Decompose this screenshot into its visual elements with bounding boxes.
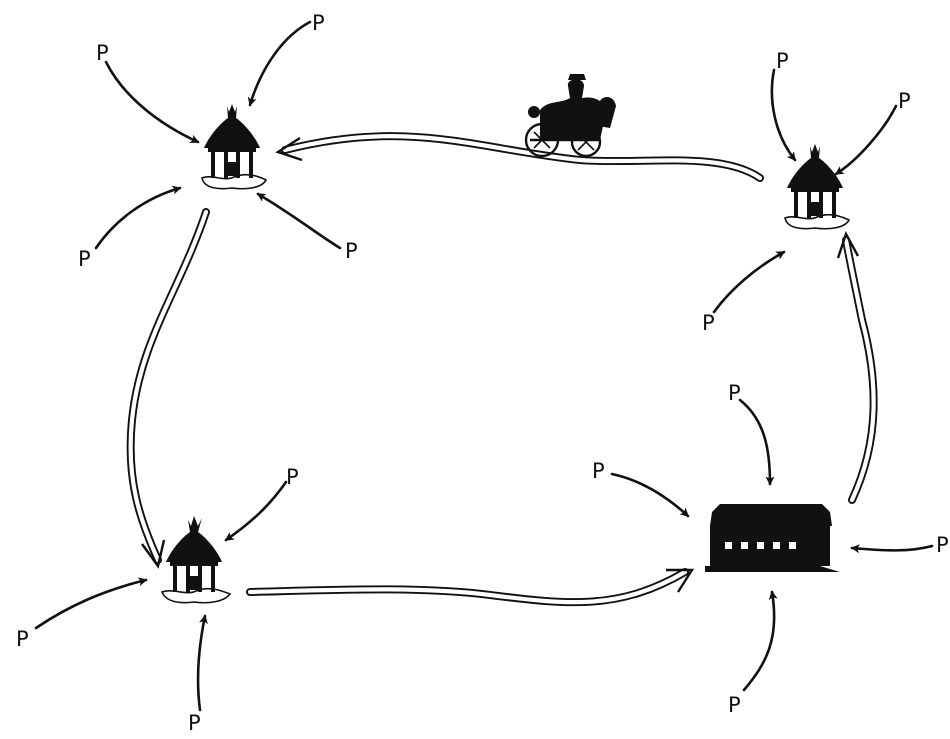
p-label: P [728, 693, 741, 717]
carriage-icon [524, 74, 616, 158]
p-label: P [936, 533, 949, 557]
route-arrow-building-to-topright [836, 231, 878, 504]
p-labels: P P P P P P P P P P P P P P [16, 11, 949, 735]
gazebo-icon [160, 516, 232, 604]
p-label: P [345, 239, 358, 263]
p-label: P [898, 89, 911, 113]
p-label: P [728, 381, 741, 405]
building-icon [705, 504, 840, 572]
p-label: P [312, 11, 325, 35]
gazebo-icon [201, 104, 268, 190]
p-label: P [16, 627, 29, 651]
route-arrow-right-to-topleft [275, 132, 764, 182]
gazebo-icon [784, 144, 851, 230]
route-arrow-bottomleft-to-building [246, 568, 695, 607]
p-arrows [34, 20, 934, 712]
p-label: P [776, 49, 789, 73]
p-label: P [286, 465, 299, 489]
p-label: P [702, 311, 715, 335]
p-label: P [188, 711, 201, 735]
p-label: P [592, 459, 605, 483]
route-arrow-topleft-to-bottomleft [126, 208, 210, 569]
p-label: P [96, 41, 109, 65]
p-label: P [78, 247, 91, 271]
